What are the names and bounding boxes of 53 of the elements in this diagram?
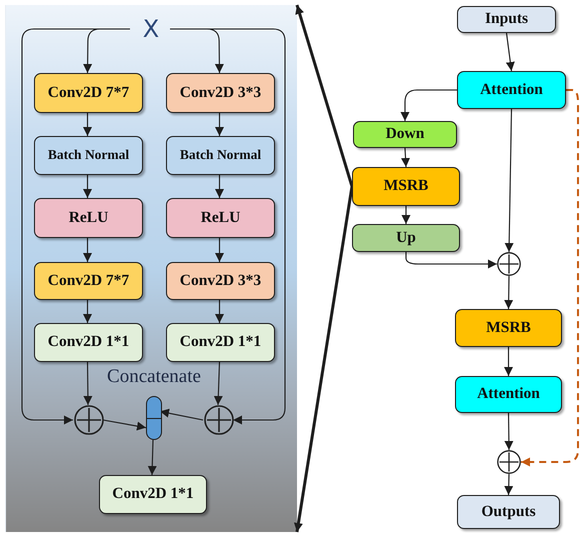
arrow: [215, 300, 224, 323]
arrow: [83, 362, 92, 405]
process-box: Conv2D 1*1: [99, 475, 207, 514]
process-box: Batch Normal: [166, 136, 275, 175]
arrow: [160, 408, 204, 421]
arrow: [215, 113, 224, 136]
module-panel: [5, 5, 297, 532]
process-box: Up: [352, 224, 460, 252]
process-box: Conv2D 1*1: [34, 323, 143, 362]
process-box: MSRB: [455, 309, 562, 347]
input-symbol: X: [131, 14, 171, 44]
arrow: [294, 186, 354, 532]
arrow: [83, 175, 92, 198]
arrow: [83, 238, 92, 262]
arrow: [215, 175, 224, 198]
arrow: [401, 148, 410, 168]
arrow: [400, 89, 457, 121]
sum-circle: [74, 405, 104, 435]
process-box: Attention: [457, 71, 566, 109]
arrow: [504, 347, 513, 376]
arrow: [506, 32, 515, 72]
arrow: [83, 113, 92, 136]
arrow: [295, 4, 354, 187]
arrow: [170, 28, 286, 424]
process-box: Conv2D 1*1: [166, 323, 275, 362]
process-box: Conv2D 7*7: [34, 73, 143, 113]
process-box: Batch Normal: [34, 136, 143, 175]
sum-circle: [497, 450, 521, 474]
arrow: [504, 276, 514, 309]
arrow: [102, 419, 146, 431]
sum-circle: [497, 252, 521, 276]
process-box: ReLU: [34, 198, 143, 238]
arrow: [148, 440, 157, 476]
arrow: [214, 362, 223, 406]
arrow: [21, 28, 130, 424]
process-box: Down: [353, 121, 457, 148]
process-box: Conv2D 7*7: [34, 262, 143, 300]
arrow: [504, 474, 514, 496]
arrow: [83, 300, 92, 323]
process-box: ReLU: [166, 198, 275, 238]
process-box: MSRB: [352, 167, 460, 206]
process-box: Inputs: [457, 6, 556, 33]
sum-circle: [204, 405, 234, 435]
arrow: [402, 206, 410, 224]
node-caption: Concatenate: [107, 366, 201, 388]
process-box: Attention: [455, 376, 562, 413]
arrow: [504, 413, 514, 450]
process-box: Outputs: [457, 495, 560, 529]
process-box: Conv2D 3*3: [166, 73, 275, 113]
concat-capsule: [146, 396, 162, 440]
arrow: [215, 238, 224, 262]
arrow: [504, 109, 514, 252]
process-box: Conv2D 3*3: [166, 262, 275, 300]
